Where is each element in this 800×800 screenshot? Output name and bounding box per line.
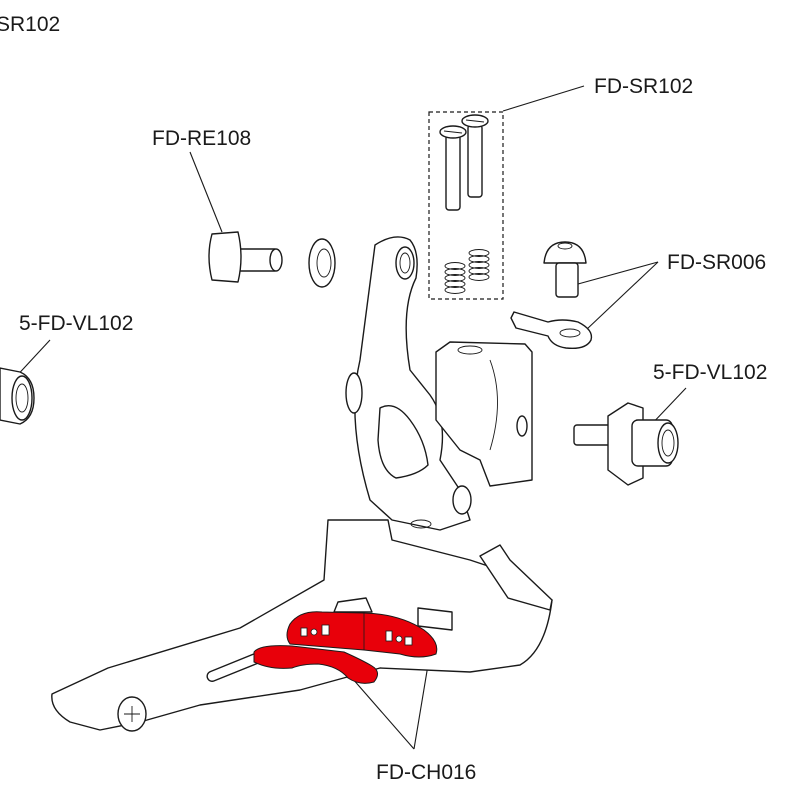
label-fd-sr006: FD-SR006 — [667, 251, 767, 274]
spring — [444, 262, 466, 294]
part-fd-sr102 — [428, 111, 504, 300]
part-5-fd-vl102-left — [0, 367, 35, 425]
pin-screw — [461, 114, 489, 198]
part-fd-sr006 — [510, 241, 593, 350]
part-5-fd-vl102-right — [573, 402, 679, 486]
part-fd-ch016 — [253, 611, 438, 684]
label-5-fd-vl102-left: 5-FD-VL102 — [19, 312, 134, 335]
label-fd-ch016: FD-CH016 — [376, 761, 477, 784]
chain-guide-plate-upper — [286, 611, 438, 658]
label-sr102-partial: SR102 — [0, 13, 61, 36]
part-fd-re108 — [208, 231, 336, 288]
label-5-fd-vl102-right: 5-FD-VL102 — [653, 361, 768, 384]
chain-guide-plate-lower — [253, 645, 378, 684]
spring — [468, 249, 490, 281]
label-fd-re108: FD-RE108 — [152, 127, 252, 150]
pin-screw — [439, 125, 467, 211]
label-fd-sr102: FD-SR102 — [594, 75, 694, 98]
